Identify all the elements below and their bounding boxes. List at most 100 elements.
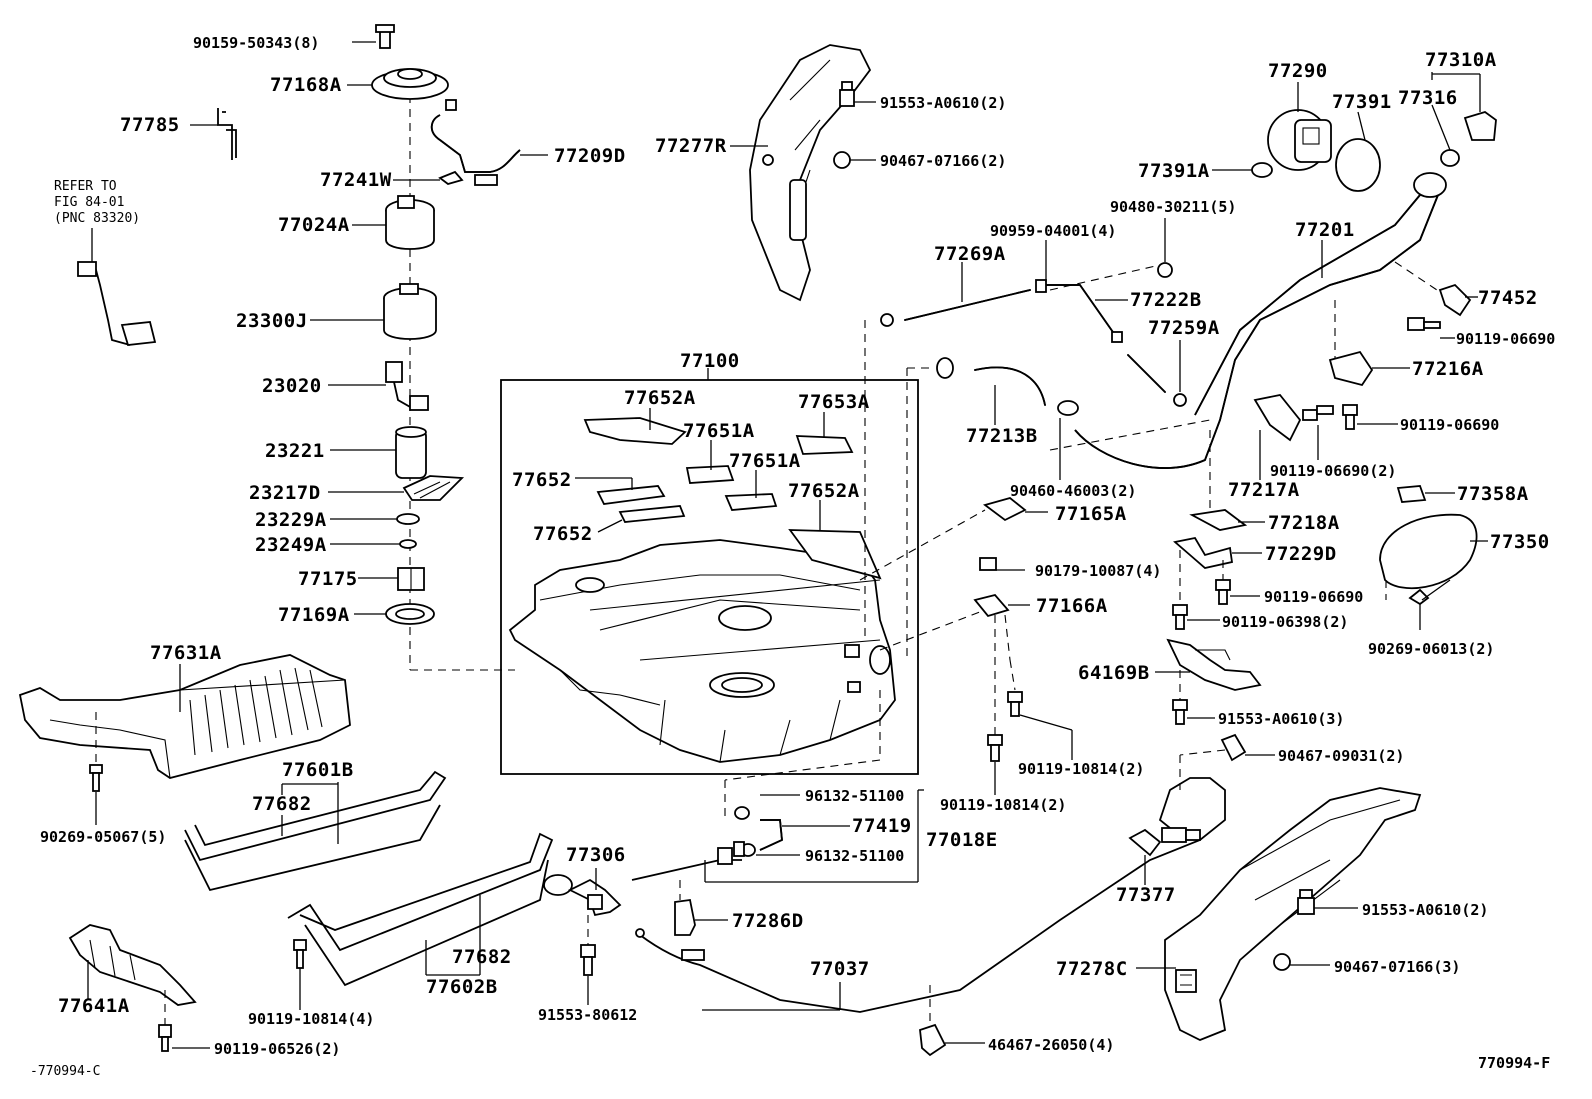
bolt-91553-a0610-top: [839, 81, 855, 107]
label-90119-06398: 90119-06398(2): [1222, 613, 1348, 631]
label-90119-06690-c: 90119-06690: [1264, 588, 1363, 606]
label-90119-06526: 90119-06526(2): [214, 1040, 340, 1058]
strap-77601B: [184, 770, 447, 892]
valve-77018E: [631, 841, 745, 881]
fuel-pump-23221: [395, 426, 427, 479]
label-77277R: 77277R: [655, 135, 727, 157]
label-77306: 77306: [566, 844, 626, 866]
label-77310A: 77310A: [1425, 49, 1497, 71]
bolt-90467-07166-3: [1273, 953, 1291, 971]
label-77024A: 77024A: [278, 214, 350, 236]
label-77651A-1: 77651A: [683, 420, 755, 442]
tether-77316: [1440, 149, 1460, 167]
hose-77213B: [936, 357, 1046, 406]
label-91553-a0610-2a: 91553-A0610(2): [880, 94, 1006, 112]
label-77682-b: 77682: [452, 946, 512, 968]
label-77391A: 77391A: [1138, 160, 1210, 182]
label-90467-09031: 90467-09031(2): [1278, 747, 1404, 765]
label-77452: 77452: [1478, 287, 1538, 309]
bolt-90119-10814-2a: [1007, 691, 1023, 717]
label-96132-51100-b: 96132-51100: [805, 847, 904, 865]
bolt-90119-06398: [1172, 604, 1188, 630]
filler-pipe-77201: [1074, 172, 1447, 469]
label-77201: 77201: [1295, 219, 1355, 241]
label-77631A: 77631A: [150, 642, 222, 664]
fuel-tank-77100: [508, 539, 896, 763]
bolt-90159: [375, 24, 395, 49]
label-77229D: 77229D: [1265, 543, 1337, 565]
label-77358A: 77358A: [1457, 483, 1529, 505]
bolt-90119-06690-2: [1302, 405, 1334, 421]
label-77286D: 77286D: [732, 910, 804, 932]
hose-77269A: [880, 289, 1031, 327]
filter-23300J: [383, 283, 437, 340]
label-91553-a0610-2b: 91553-A0610(2): [1362, 901, 1488, 919]
label-refer-2: FIG 84-01: [54, 195, 124, 210]
label-77602B: 77602B: [426, 976, 498, 998]
bolt-90269-05067: [89, 764, 103, 792]
fuel-pump-stack: [190, 24, 548, 671]
label-23229A: 23229A: [255, 509, 327, 531]
label-77213B: 77213B: [966, 425, 1038, 447]
label-77290: 77290: [1268, 60, 1328, 82]
bracket-77286D: [674, 898, 696, 936]
lever-77306: [543, 874, 622, 917]
sensor-ref-84-01: [77, 228, 157, 346]
label-23300J: 23300J: [236, 310, 308, 332]
cable-77037: [635, 777, 1226, 1013]
label-64169B: 64169B: [1078, 662, 1150, 684]
label-23217D: 23217D: [249, 482, 321, 504]
label-90119-06690-b: 90119-06690: [1400, 416, 1499, 434]
fuel-door-77350: [1379, 513, 1478, 590]
bolt-90119-10814-2b: [987, 734, 1003, 762]
label-refer-1: REFER TO: [54, 179, 117, 194]
bolt-91553-80612: [580, 944, 596, 976]
bolt-90119-06526: [158, 1024, 172, 1052]
hose-77259A: [1127, 354, 1187, 407]
heat-shield-77631A: [18, 654, 351, 779]
connector-77377: [1128, 827, 1201, 857]
label-77269A: 77269A: [934, 243, 1006, 265]
label-77316: 77316: [1398, 87, 1458, 109]
label-77222B: 77222B: [1130, 289, 1202, 311]
label-91553-80612: 91553-80612: [538, 1006, 637, 1024]
label-77652A-1: 77652A: [624, 387, 696, 409]
label-77391: 77391: [1332, 91, 1392, 113]
label-77653A: 77653A: [798, 391, 870, 413]
label-23221: 23221: [265, 440, 325, 462]
label-refer-3: (PNC 83320): [54, 211, 140, 226]
sender-77785: [217, 108, 237, 160]
bolt-90119-06690a: [1407, 317, 1441, 331]
gauge-cover-77168A: [371, 68, 449, 100]
label-90269-06013: 90269-06013(2): [1368, 640, 1494, 658]
bolt-91553-a0610-3: [1172, 699, 1188, 725]
label-77216A: 77216A: [1412, 358, 1484, 380]
label-77682-a: 77682: [252, 793, 312, 815]
label-77209D: 77209D: [554, 145, 626, 167]
label-90119-06690-a: 90119-06690: [1456, 330, 1555, 348]
vent-77419: [734, 806, 783, 857]
strainer-23217D: [402, 475, 465, 501]
bolt-91553-a0610-2b: [1297, 889, 1315, 915]
regulator-23020: [385, 361, 429, 411]
label-77641A: 77641A: [58, 995, 130, 1017]
bolt-90119-06690b: [1342, 404, 1358, 430]
bolt-90119-10814-4: [293, 939, 307, 969]
label-90179-10087: 90179-10087(4): [1035, 562, 1161, 580]
label-77168A: 77168A: [270, 74, 342, 96]
label-90480-30211: 90480-30211(5): [1110, 198, 1236, 216]
label-90119-10814-2b: 90119-10814(2): [940, 796, 1066, 814]
gasket-77391: [1335, 138, 1381, 192]
label-77601B: 77601B: [282, 759, 354, 781]
label-code-left: -770994-C: [30, 1064, 100, 1079]
label-77166A: 77166A: [1036, 595, 1108, 617]
label-90467-07166-2: 90467-07166(2): [880, 152, 1006, 170]
label-77165A: 77165A: [1055, 503, 1127, 525]
label-77018E: 77018E: [926, 829, 998, 851]
label-90159-50343: 90159-50343(8): [193, 34, 319, 52]
fuel-cap-77290: [1267, 109, 1332, 171]
label-77652-2: 77652: [533, 523, 593, 545]
label-90959-04001: 90959-04001(4): [990, 222, 1116, 240]
label-77241W: 77241W: [320, 169, 392, 191]
label-77350: 77350: [1490, 531, 1550, 553]
